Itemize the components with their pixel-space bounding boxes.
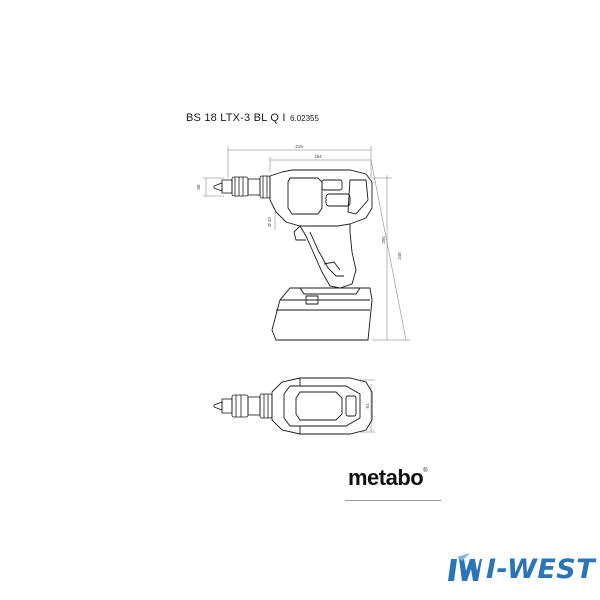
- brand-logo: metabo®: [348, 465, 428, 491]
- registered-mark: ®: [423, 468, 428, 474]
- dim-overall-length: 215: [295, 144, 303, 149]
- dim-diagonal: 246: [397, 252, 402, 260]
- dim-top-width: 81: [365, 403, 370, 409]
- product-title: BS 18 LTX-3 BL Q I: [186, 112, 286, 124]
- brand-name: metabo: [348, 465, 424, 490]
- dim-neck-diameter: Ø 43: [267, 217, 272, 227]
- dim-chuck-height: 68: [196, 184, 201, 190]
- iw-logo-icon: [448, 553, 482, 581]
- watermark: I-WEST: [448, 552, 595, 586]
- part-number: 6.02355: [290, 114, 319, 123]
- watermark-text: I-WEST: [486, 553, 596, 585]
- dim-head-length: 154: [314, 154, 322, 159]
- dim-height: 205: [381, 236, 386, 244]
- brand-underline: [345, 500, 441, 501]
